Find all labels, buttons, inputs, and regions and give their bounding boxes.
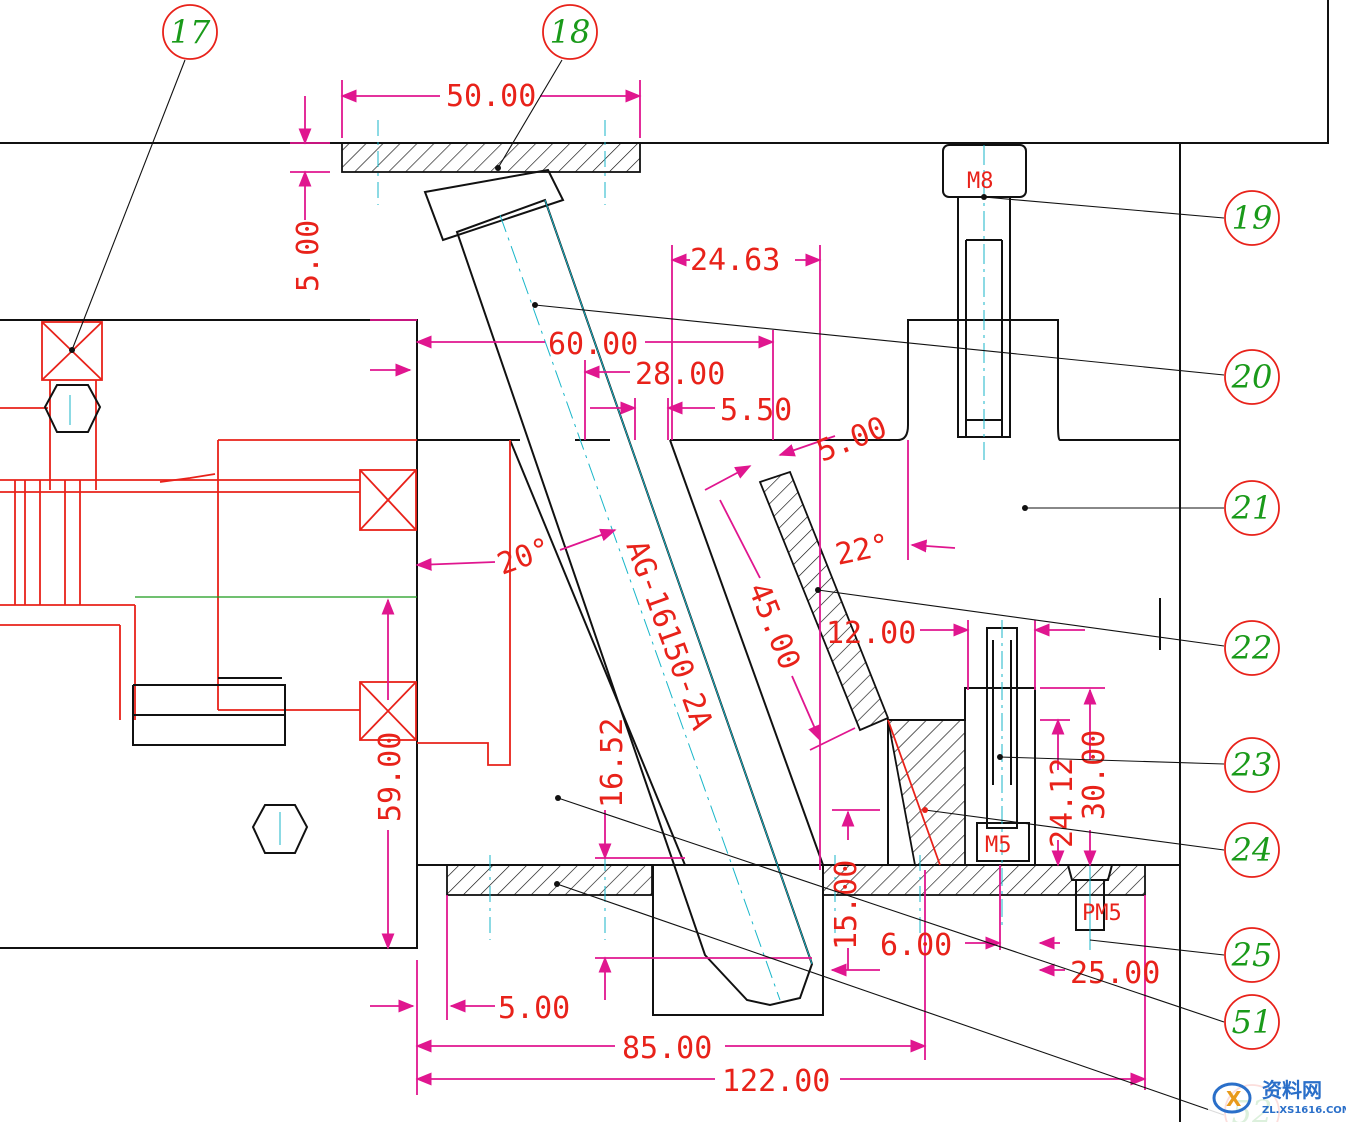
balloon-23: 23 <box>1224 737 1280 793</box>
watermark-logo-icon <box>1212 1082 1252 1114</box>
dim-16-52: 16.52 <box>595 718 630 808</box>
dim-122: 122.00 <box>722 1064 830 1099</box>
pin-pm5 <box>1066 850 1114 950</box>
dim-5-diag: 5.00 <box>812 410 892 470</box>
dim-60: 60.00 <box>548 327 638 362</box>
svg-text:20: 20 <box>1231 358 1273 396</box>
bolt-m5-label: M5 <box>985 833 1012 858</box>
dim-24-12: 24.12 <box>1045 758 1080 848</box>
part-balloons: 17 18 19 20 21 22 23 24 <box>162 4 1280 1122</box>
dimension-labels: 50.00 5.00 24.63 60.00 28.00 5.50 5.00 2… <box>291 79 1160 1099</box>
hatched-parts <box>341 142 1146 896</box>
balloon-17: 17 <box>162 4 218 60</box>
svg-text:51: 51 <box>1232 1003 1273 1041</box>
leader-lines <box>71 59 1225 1116</box>
red-mechanism <box>0 321 941 866</box>
left-block-details <box>43 384 309 854</box>
svg-text:23: 23 <box>1231 746 1273 784</box>
watermark-cn: 资料网 <box>1262 1078 1322 1102</box>
dim-12: 12.00 <box>826 616 916 651</box>
angle-pin-20 <box>423 168 824 1007</box>
dim-5-50: 5.50 <box>720 393 792 428</box>
balloon-51: 51 <box>1224 994 1280 1050</box>
dim-22deg: 22° <box>832 527 892 573</box>
svg-text:19: 19 <box>1232 199 1273 237</box>
dim-5-bottom: 5.00 <box>498 991 570 1026</box>
balloon-18: 18 <box>542 4 598 60</box>
balloon-22: 22 <box>1224 620 1280 676</box>
hatched-plate-51-left <box>446 864 653 896</box>
dim-5-left: 5.00 <box>291 220 326 292</box>
dim-24-63: 24.63 <box>690 243 780 278</box>
dim-6: 6.00 <box>880 928 952 963</box>
hatched-slider-24 <box>886 719 966 866</box>
dim-30: 30.00 <box>1077 730 1112 820</box>
center-lines <box>377 120 921 940</box>
dim-45: 45.00 <box>741 578 807 675</box>
dim-59: 59.00 <box>373 732 408 822</box>
bolt-m5 <box>976 620 1030 930</box>
leader-dots <box>69 165 1028 887</box>
dim-20deg: 20° <box>493 531 556 582</box>
balloon-21: 21 <box>1224 480 1280 536</box>
dim-85: 85.00 <box>622 1031 712 1066</box>
bolt-m8-label: M8 <box>967 169 994 194</box>
balloon-24: 24 <box>1224 822 1280 878</box>
svg-text:22: 22 <box>1231 629 1273 667</box>
balloon-25: 25 <box>1224 927 1280 983</box>
watermark: X 资料网 ZL.XS1616.COM <box>1208 1072 1346 1122</box>
dim-50: 50.00 <box>446 79 536 114</box>
balloon-20: 20 <box>1224 349 1280 405</box>
hex-hole-upper <box>43 384 102 433</box>
hatched-plate-18 <box>341 142 641 173</box>
svg-text:25: 25 <box>1231 936 1273 974</box>
hatched-wear-plate-22 <box>758 470 890 732</box>
svg-text:18: 18 <box>550 13 591 51</box>
pin-pm5-label: PM5 <box>1082 901 1122 926</box>
svg-text:24: 24 <box>1231 831 1273 869</box>
svg-text:17: 17 <box>170 13 211 51</box>
hex-hole-lower <box>251 804 309 854</box>
dimension-lines <box>290 80 1147 1095</box>
watermark-url: ZL.XS1616.COM <box>1262 1105 1346 1116</box>
dim-28: 28.00 <box>635 357 725 392</box>
svg-text:X: X <box>1226 1087 1242 1111</box>
dim-15: 15.00 <box>829 860 864 950</box>
balloon-19: 19 <box>1224 190 1280 246</box>
svg-text:21: 21 <box>1231 489 1273 527</box>
part-name-label: AG-16150-2A <box>618 536 719 735</box>
